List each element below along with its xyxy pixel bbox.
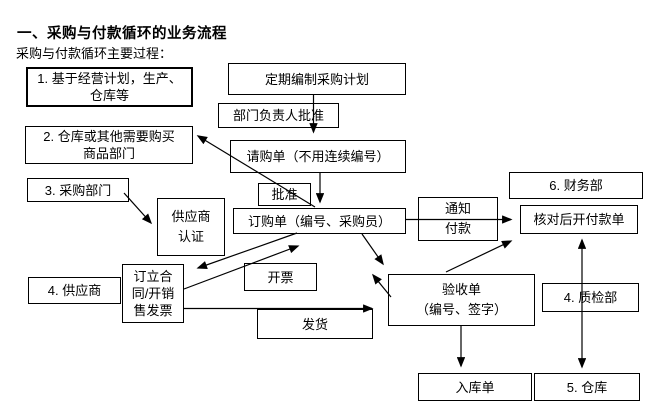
- node-contract-invoice: 订立合 同/开销 售发票: [122, 264, 184, 323]
- arrow-acceptance-to-payment: [445, 240, 513, 273]
- node-finance-dept: 6. 财务部: [509, 172, 643, 199]
- node-ship-label: 发货: [257, 309, 373, 339]
- page-subtitle: 采购与付款循环主要过程：: [16, 46, 173, 61]
- node-warehouse-receipt: 入库单: [418, 373, 532, 401]
- node-plan-basis: 1. 基于经营计划，生产、 仓库等: [26, 67, 193, 107]
- node-make-purchase-plan: 定期编制采购计划: [228, 63, 406, 95]
- node-supplier-certification: 供应商 认证: [157, 198, 225, 256]
- node-dept-head-approve: 部门负责人批准: [218, 103, 339, 128]
- arrow-order-to-acceptance: [361, 233, 384, 266]
- node-issue-payment: 核对后开付款单: [520, 205, 638, 234]
- page-title: 一、采购与付款循环的业务流程: [17, 26, 227, 42]
- node-approve-label: 批准: [258, 183, 311, 206]
- node-request-dept: 2. 仓库或其他需要购买 商品部门: [25, 126, 193, 164]
- node-invoice-label: 开票: [244, 263, 317, 291]
- node-purchase-requisition: 请购单（不用连续编号）: [230, 140, 406, 173]
- node-notify-payment: 通知 付款: [418, 197, 498, 241]
- node-purchasing-dept: 3. 采购部门: [27, 178, 129, 202]
- node-purchase-order: 订购单（编号、采购员）: [233, 208, 406, 234]
- node-acceptance-receipt: 验收单 （编号、签字）: [388, 274, 535, 326]
- node-supplier: 4. 供应商: [28, 277, 121, 304]
- node-warehouse: 5. 仓库: [534, 373, 640, 401]
- node-qc-dept: 4. 质检部: [542, 283, 639, 312]
